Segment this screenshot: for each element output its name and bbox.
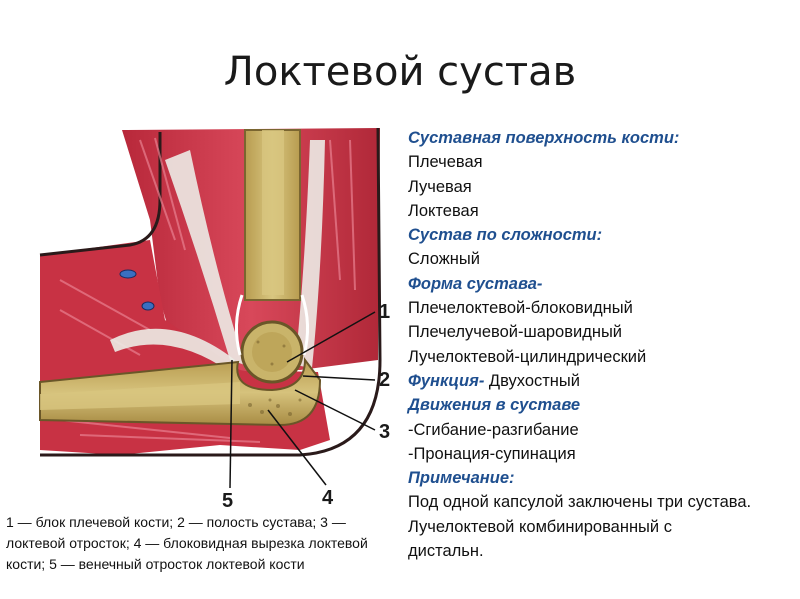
info-line: Лучелоктевой-цилиндрический [408, 347, 647, 366]
heading-joint-surface: Суставная поверхность кости: [408, 129, 680, 147]
elbow-joint-illustration: 1 2 3 4 5 [0, 120, 410, 520]
page-title: Локтевой сустав [223, 49, 577, 95]
function-value: Двухостный [484, 371, 580, 390]
figure-caption: 1 — блок плечевой кости; 2 — полость сус… [6, 514, 368, 572]
heading-function: Функция- [408, 371, 485, 390]
label-3: 3 [379, 421, 390, 443]
function-line: Функция- Двухостный [408, 369, 800, 393]
info-line: Плечевая [408, 153, 483, 172]
info-list: Суставная поверхность кости: Плечевая Лу… [408, 126, 800, 563]
info-line: -Пронация-супинация [408, 444, 576, 463]
heading-joint-shape: Форма сустава- [408, 274, 543, 293]
info-line: -Сгибание-разгибание [408, 420, 579, 439]
label-2: 2 [379, 369, 390, 391]
tendon [165, 150, 245, 365]
info-line: Лучевая [408, 177, 472, 196]
info-line: Лучелоктевой комбинированный с [408, 517, 672, 536]
info-line: Плечелоктевой-блоковидный [408, 299, 633, 318]
heading-movements: Движения в суставе [408, 396, 581, 415]
info-line: Локтевая [408, 201, 479, 220]
label-5: 5 [222, 490, 233, 512]
info-line: дистальн. [408, 542, 484, 561]
label-4: 4 [322, 487, 334, 509]
heading-complexity: Сустав по сложности: [408, 226, 603, 245]
label-1: 1 [379, 301, 390, 323]
info-line: Сложный [408, 250, 480, 269]
info-line: Под одной капсулой заключены три сустава… [408, 493, 752, 512]
heading-note: Примечание: [408, 469, 515, 488]
info-line: Плечелучевой-шаровидный [408, 323, 623, 342]
